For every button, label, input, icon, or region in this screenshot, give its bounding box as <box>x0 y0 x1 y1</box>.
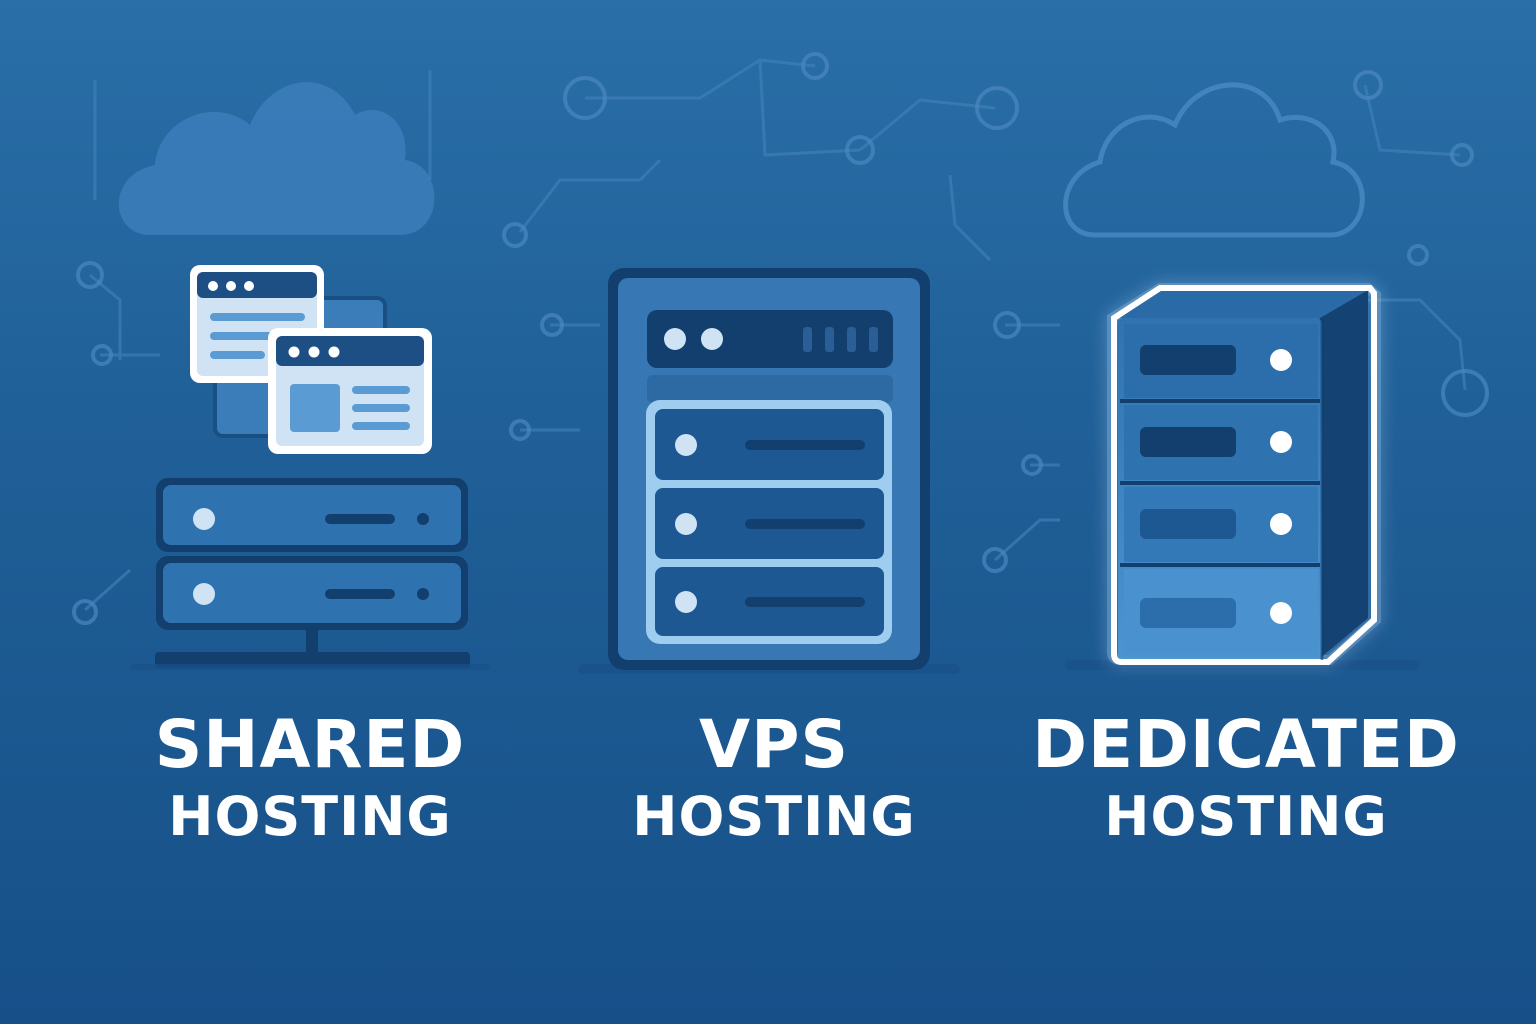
server-drive-bay <box>1124 324 1318 398</box>
dedicated-title: DEDICATED <box>1032 706 1460 783</box>
cloud-icon <box>1063 82 1365 238</box>
cloud-icon <box>118 82 435 235</box>
dedicated-hosting-icon <box>1065 283 1420 670</box>
server-drive-bay <box>1124 405 1318 480</box>
server-drive-bay <box>1124 569 1318 655</box>
shared-subtitle: HOSTING <box>168 785 452 848</box>
dedicated-hosting-label: DEDICATED HOSTING <box>986 712 1506 844</box>
dedicated-subtitle: HOSTING <box>1104 785 1388 848</box>
virtual-server-slot <box>655 409 884 480</box>
vps-hosting-icon <box>578 268 960 674</box>
circuit-node-decoration <box>72 52 1489 625</box>
vps-title: VPS <box>699 706 849 783</box>
shared-title: SHARED <box>154 706 466 783</box>
virtual-server-slot <box>655 567 884 636</box>
virtual-server-slot <box>655 488 884 559</box>
shared-hosting-label: SHARED HOSTING <box>50 712 570 844</box>
vps-hosting-label: VPS HOSTING <box>514 712 1034 844</box>
server-drive-bay <box>1124 487 1318 562</box>
server-unit <box>156 478 468 552</box>
vps-subtitle: HOSTING <box>632 785 916 848</box>
browser-window-icon <box>268 328 432 454</box>
server-unit <box>156 556 468 630</box>
shared-hosting-icon <box>130 265 490 670</box>
